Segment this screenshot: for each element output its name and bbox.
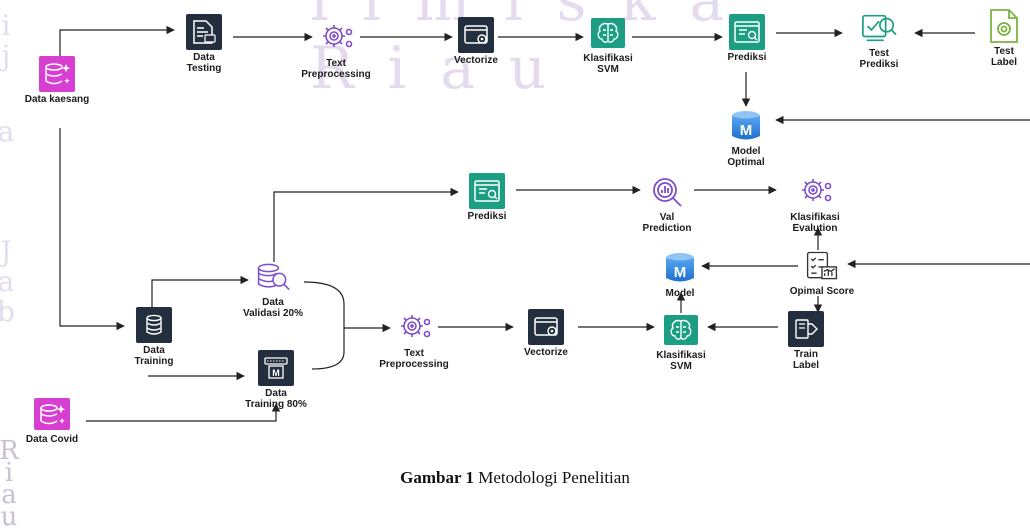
watermark-letter: R (0, 436, 19, 466)
svg-text:M: M (674, 264, 687, 281)
vector-window-icon (458, 17, 494, 53)
browser-search-icon (729, 14, 765, 50)
watermark-top: ilmiska Riau (310, 0, 759, 102)
vectorize-top-node: Vectorize (416, 17, 536, 66)
node-label: Prediksi (467, 211, 507, 222)
gear-plus-icon (797, 174, 833, 210)
training-m-icon: M (258, 350, 294, 386)
vector-window-icon (528, 309, 564, 345)
browser-search-icon (469, 173, 505, 209)
node-label: Data kaesang (24, 94, 90, 105)
database-magnifier-icon (255, 259, 291, 295)
watermark-letter: i (1, 9, 11, 42)
watermark-letter: a (0, 265, 15, 298)
database-sparkle-icon (34, 396, 70, 432)
node-label: Vectorize (454, 55, 498, 66)
watermark-letter: a (1, 480, 17, 510)
watermark-letter: J (0, 235, 12, 268)
caption-text: Metodologi Penelitian (474, 468, 630, 487)
brain-icon (590, 15, 626, 51)
svg-text:M: M (740, 122, 753, 139)
vectorize-bottom-node: Vectorize (486, 309, 606, 358)
model-mid-node: M Model (620, 250, 740, 299)
watermark-letter: b (0, 295, 15, 328)
checkmark-magnifier-icon (861, 10, 897, 46)
database-sparkle-icon (39, 56, 75, 92)
watermark-letter: i (4, 458, 14, 488)
checklist-chart-icon (804, 248, 840, 284)
gear-plus-icon (318, 20, 354, 56)
model-m-icon: M (662, 250, 698, 286)
node-label: Opimal Score (789, 286, 855, 297)
model-m-icon: M (728, 108, 764, 144)
node-label: Model (665, 288, 695, 299)
svg-text:M: M (272, 368, 280, 378)
data-covid-node: Data Covid (0, 396, 112, 445)
node-label: Vectorize (524, 347, 568, 358)
data-kaesang-node: Data kaesang (0, 56, 117, 105)
database-icon (136, 307, 172, 343)
gear-plus-icon (396, 310, 432, 346)
watermark-letter: j (1, 39, 11, 72)
chart-magnifier-icon (649, 174, 685, 210)
node-label: Data Covid (25, 434, 79, 445)
caption-number: Gambar 1 (400, 468, 474, 487)
label-tag-icon (788, 311, 824, 347)
prediksi-mid-node: Prediksi (427, 173, 547, 222)
document-gear-icon (986, 8, 1022, 44)
node-label: Prediksi (727, 52, 767, 63)
figure-caption: Gambar 1 Metodologi Penelitian (0, 468, 1030, 488)
watermark-letter: a (0, 115, 15, 148)
optimal-score-node: Opimal Score (762, 248, 882, 297)
brain-icon (663, 312, 699, 348)
prediksi-top-node: Prediksi (687, 14, 807, 63)
data-file-icon (186, 14, 222, 50)
